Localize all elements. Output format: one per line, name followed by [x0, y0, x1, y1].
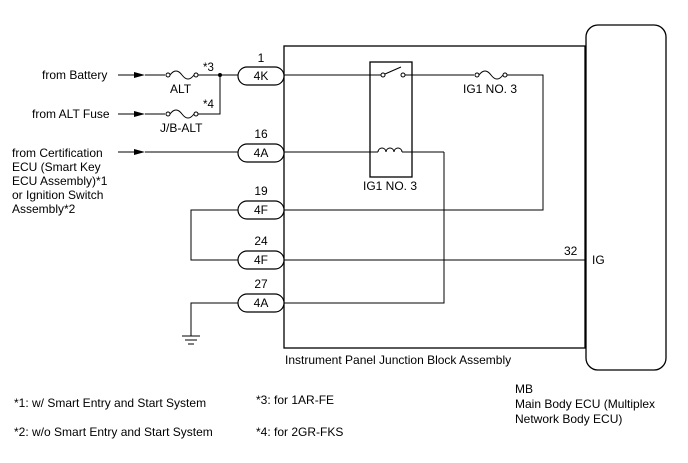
input-cert-ecu-line5: Assembly*2	[12, 202, 76, 216]
input-cert-ecu-line2: ECU (Smart Key	[12, 160, 101, 174]
jb-alt-fuse-label: J/B-ALT	[160, 121, 203, 135]
relay-label: IG1 NO. 3	[363, 179, 417, 193]
relay-contact-left	[380, 72, 386, 78]
ground-icon	[182, 335, 200, 345]
connector-4f-pin19: 4F 19	[237, 184, 285, 220]
coil-return-wire	[284, 152, 445, 304]
ecu-outline	[585, 24, 667, 371]
connector-4a-pin27: 4A 27	[237, 277, 285, 313]
input-cert-ecu-line1: from Certification	[12, 146, 103, 160]
note-4: *4: for 2GR-FKS	[256, 425, 343, 439]
connector-4f-pin24: 4F 24	[237, 234, 285, 270]
note-1: *1: w/ Smart Entry and Start System	[14, 396, 206, 410]
relay-contact-right	[400, 72, 406, 78]
ig1-fuse-symbol	[474, 70, 508, 80]
marker-4: *4	[203, 99, 214, 111]
ig1-fuse-label: IG1 NO. 3	[463, 82, 517, 96]
relay-coil-icon	[377, 147, 403, 153]
ecu-code: MB	[515, 382, 533, 396]
connector-code: 4A	[254, 296, 269, 310]
alt-fuse-arrow	[134, 111, 145, 117]
connector-4k-pin1: 4K 1	[237, 51, 285, 86]
junction-block-label: Instrument Panel Junction Block Assembly	[285, 353, 511, 367]
jb-alt-fuse-symbol	[165, 109, 199, 119]
cert-ecu-arrow	[134, 149, 145, 155]
note-2: *2: w/o Smart Entry and Start System	[14, 425, 213, 439]
connector-pin: 16	[254, 127, 268, 141]
note-3: *3: for 1AR-FE	[256, 393, 334, 407]
connector-pin: 1	[258, 51, 265, 65]
ecu-pin-number: 32	[564, 244, 578, 258]
connector-code: 4F	[254, 203, 268, 217]
connector-code: 4F	[254, 253, 268, 267]
connector-pin: 27	[254, 277, 268, 291]
ecu-name-line2: Network Body ECU)	[515, 412, 622, 426]
loop-19-24-wire	[190, 209, 238, 261]
input-battery-label: from Battery	[42, 68, 107, 82]
connector-pin: 24	[254, 234, 268, 248]
input-cert-ecu-line4: or Ignition Switch	[12, 188, 103, 202]
alt-fuse-label: ALT	[170, 82, 192, 96]
relay-box	[369, 61, 413, 178]
ecu-terminal-ig: IG	[592, 253, 605, 267]
pin27-ground-wire	[190, 302, 238, 336]
connector-4a-pin16: 4A 16	[237, 127, 285, 163]
alt-fuse-symbol	[165, 70, 199, 80]
relay-switch-arm	[384, 66, 402, 75]
input-alt-fuse-label: from ALT Fuse	[32, 107, 110, 121]
ig1-fuse-out-wire	[284, 74, 544, 211]
battery-arrow	[134, 72, 145, 78]
connector-pin: 19	[254, 184, 268, 198]
ecu-name-line1: Main Body ECU (Multiplex	[515, 397, 655, 411]
connector-code: 4K	[254, 69, 269, 83]
marker-3: *3	[203, 62, 214, 74]
junction-block-outline	[283, 45, 586, 349]
jb-alt-wire	[198, 75, 221, 115]
input-cert-ecu-line3: ECU Assembly)*1	[12, 174, 108, 188]
connector-code: 4A	[254, 146, 269, 160]
